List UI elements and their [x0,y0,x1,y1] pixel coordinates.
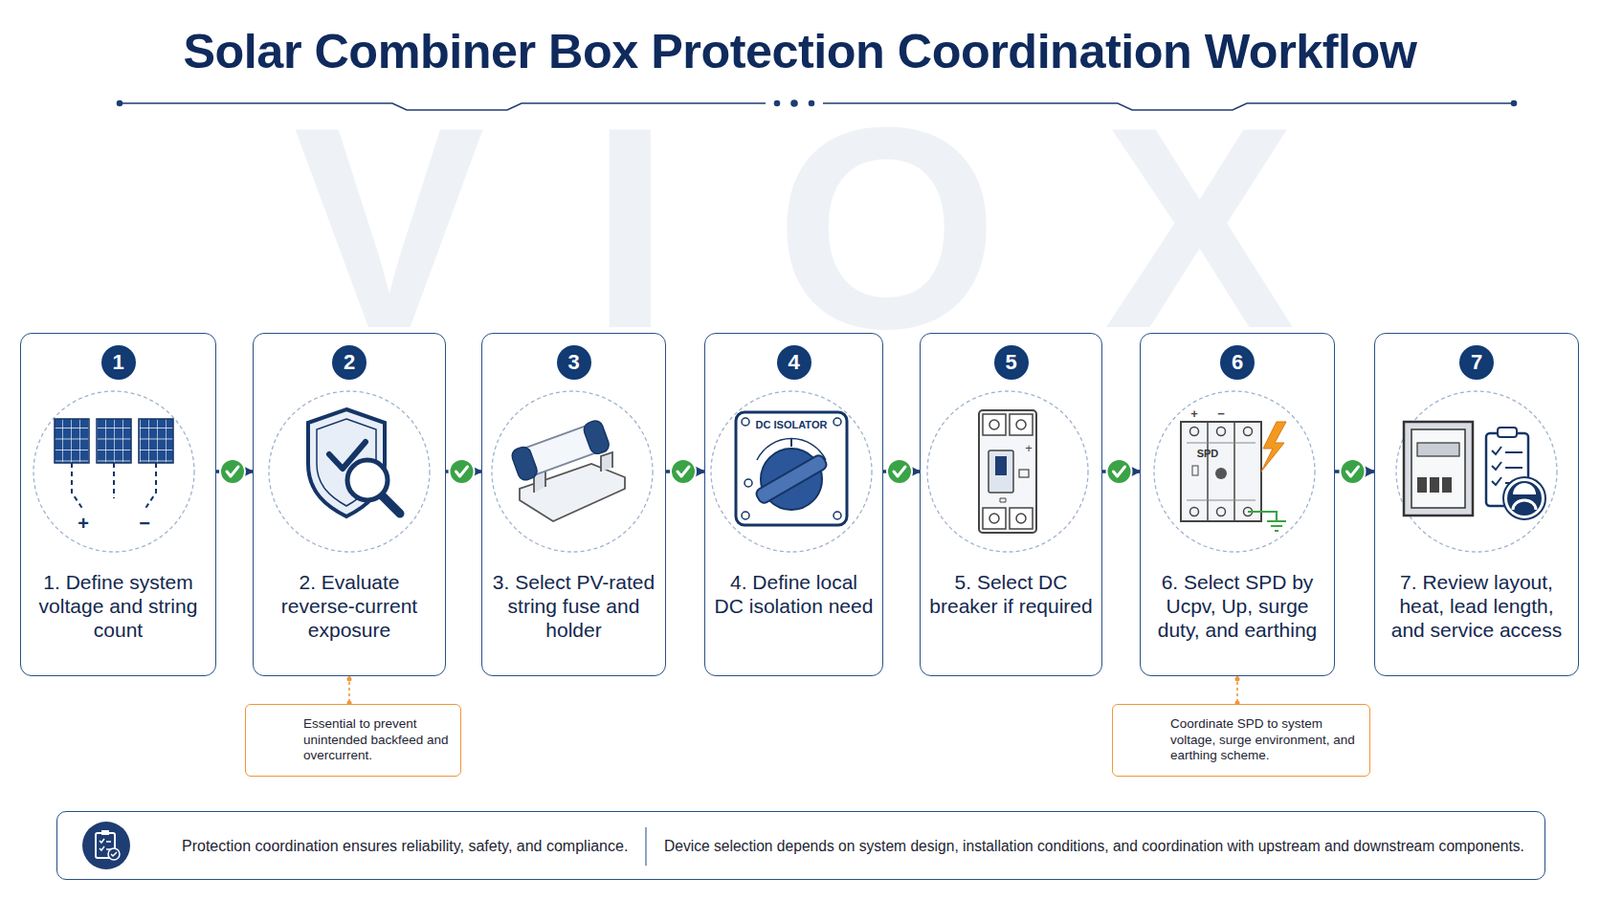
leader-dot [347,677,353,683]
callout-box: Coordinate SPD to system voltage, surge … [1111,704,1371,778]
leader-line [347,676,353,707]
flow-arrow [1102,459,1140,485]
step-label: 5. Select DC breaker if required [928,570,1094,619]
device-label: DC ISOLATOR [755,420,828,431]
step-label: 1. Define system voltage and string coun… [28,570,208,643]
spd-icon [1180,422,1287,532]
footer-band: Protection coordination ensures reliabil… [56,811,1546,881]
title: Solar Combiner Box Protection Coordinati… [0,22,1600,80]
process-box: 6 6. Select SPD by Ucpv, Up, surge duty, … [1139,333,1335,677]
leader-dot [1235,677,1241,683]
title-rule [117,100,1517,111]
callout-box: Essential to prevent unintended backfeed… [244,704,462,778]
flow-arrow [883,459,920,485]
callout-text: Essential to prevent unintended backfeed… [303,716,453,766]
process-box: 2 2. Evaluate reverse-current exposure [252,333,446,677]
callout-text-wrap: Coordinate SPD to system voltage, surge … [1170,705,1362,777]
step-number: 3 [556,345,592,380]
process-box: 4 4. Define local DC isolation need [704,333,884,677]
check-mark [1347,466,1359,477]
process-box: 3 3. Select PV-rated string fuse and hold… [481,333,667,677]
process-box: 5 5. Select DC breaker if required [919,333,1103,677]
process-box: 1 1. Define system voltage and string cou… [20,333,217,677]
callout-text: Coordinate SPD to system voltage, surge … [1170,716,1362,766]
step-label: 3. Select PV-rated string fuse and holde… [489,570,658,643]
polarity-mark: − [138,513,151,534]
step-number: 2 [332,345,367,380]
clipboard-badge-icon [82,822,131,870]
flow-arrow [666,459,705,485]
review-icon [1403,422,1546,520]
check-badge [1340,459,1366,485]
step-label: 4. Define local DC isolation need [712,570,875,619]
dc-breaker-icon [978,410,1037,534]
flow-arrow [445,459,482,485]
check-badge [220,459,245,485]
band-text: Protection coordination ensures reliabil… [181,837,628,856]
check-mark [1113,466,1126,477]
step-label: 2. Evaluate reverse-current exposure [261,570,438,643]
step-number: 1 [101,345,136,380]
step-label: 6. Select SPD by Ucpv, Up, surge duty, a… [1148,570,1327,643]
leader-line [1235,676,1241,707]
band-text: Device selection depends on system desig… [664,837,1525,856]
check-mark [893,466,906,477]
fuse-holder-icon [510,419,625,522]
check-badge [670,459,696,485]
check-mark [456,466,468,477]
process-box: 7 7. Review layout, heat, lead length, an… [1374,333,1579,677]
device-label: SPD [1197,448,1220,460]
step-number: 7 [1459,345,1494,380]
step-number: 4 [777,345,812,380]
check-badge [887,459,912,485]
flow-arrow [1334,459,1375,485]
polarity-mark: + [77,513,89,534]
step-number: 5 [994,345,1029,380]
divider [644,827,647,867]
polarity-mark: + [1190,407,1199,421]
icon-rings [33,391,1557,553]
dc-isolator-icon [735,412,847,526]
polarity-mark: − [1217,407,1225,421]
step-label: 7. Review layout, heat, lead length, and… [1382,570,1571,643]
shield-magnifier-icon [308,409,400,517]
callout-text-wrap: Essential to prevent unintended backfeed… [303,705,453,777]
flow-arrow [216,459,253,485]
watermark: VIOX [188,84,1401,372]
check-badge [449,459,475,485]
check-badge [1107,459,1133,485]
check-mark [226,466,239,477]
check-mark [677,466,689,477]
solar-panel-icon [54,419,174,511]
polarity-mark: + [1024,442,1033,455]
step-number: 6 [1220,345,1255,380]
